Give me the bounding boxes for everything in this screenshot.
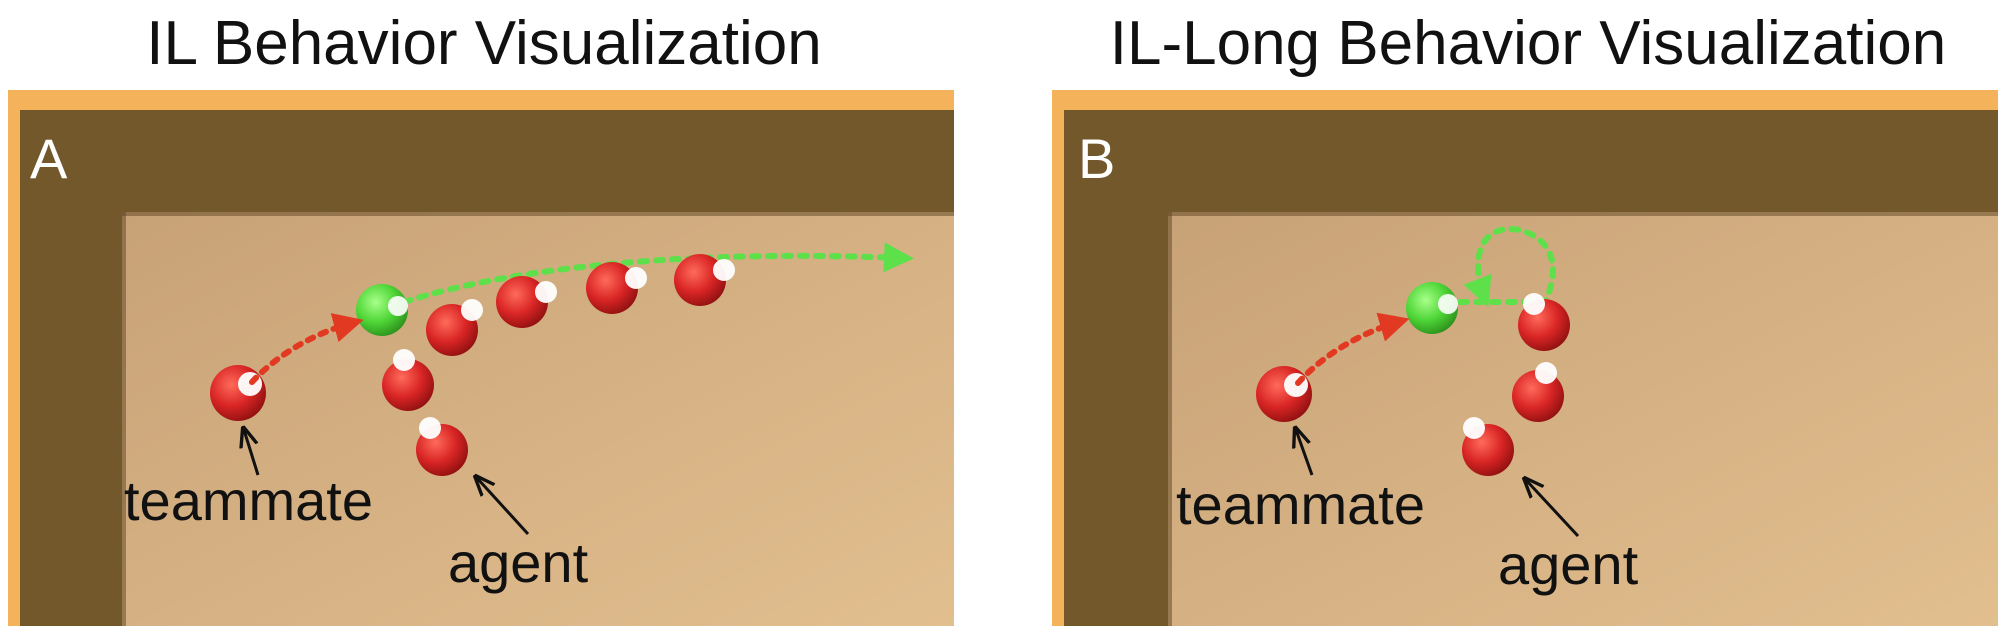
panel-a-green-ball [356,284,408,336]
panel-b-title: IL-Long Behavior Visualization [1109,9,1947,78]
panel-a-teammate-label: teammate [124,469,373,532]
panel-b-agent-trail [1462,293,1570,476]
panel-b-floor [1168,212,1998,626]
panel-b: B teammate agent [1052,90,1998,626]
panel-a-pass-path [249,313,364,385]
panel-a-floor [122,212,954,626]
agent-ball [1462,417,1514,476]
panel-b-green-ball [1406,282,1458,334]
panel-a-title: IL Behavior Visualization [146,9,822,78]
panel-b-pass-path [1295,312,1410,386]
agent-ball [496,276,557,328]
agent-ball [674,254,735,306]
agent-ball [1518,293,1570,351]
agent-ball [586,262,647,314]
panel-b-agent-arrow [1526,480,1580,538]
panel-a-teammate-ball [210,365,266,421]
panel-a-letter: A [30,127,68,190]
panel-a-teammate-arrow [244,430,260,476]
panel-b-teammate-label: teammate [1176,473,1425,536]
panel-b-agent-label: agent [1498,533,1639,596]
agent-ball [382,349,434,411]
panel-a-agent-trail [382,254,735,476]
panel-a-ball-path [401,242,914,305]
panel-b-teammate-ball [1256,366,1312,422]
agent-ball [426,299,483,356]
agent-ball [1512,362,1564,422]
panel-a-agent-arrow [477,478,530,536]
panel-b-ball-path [1457,225,1556,308]
panel-b-letter: B [1078,127,1115,190]
panel-a: A teammate agent [8,90,954,626]
panel-a-agent-label: agent [448,531,589,594]
panel-b-teammate-arrow [1296,430,1314,476]
agent-ball [416,417,468,476]
